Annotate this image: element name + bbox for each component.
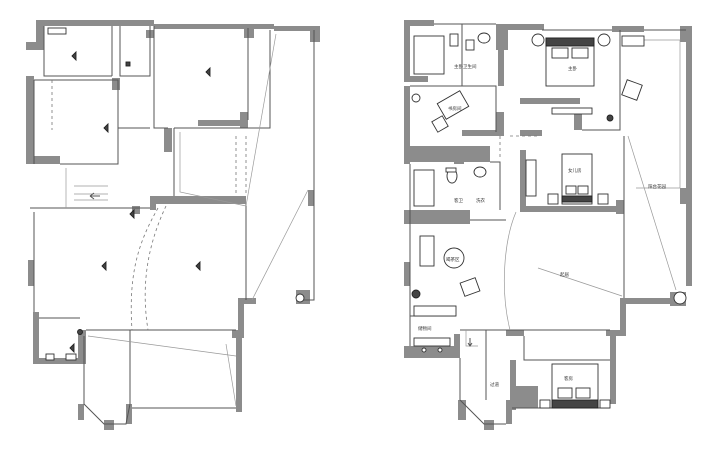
label-master-bed: 主卧 xyxy=(568,65,577,72)
label-daughter-room: 女儿房 xyxy=(568,167,582,174)
label-corridor: 过道 xyxy=(490,381,499,388)
left-floor-plan xyxy=(26,20,320,430)
label-storage: 储物间 xyxy=(418,325,432,332)
label-study: 书房间 xyxy=(448,105,462,112)
right-floor-plan: 主卧卫生间 主卧 书房间 女儿房 阳台花园 客卫 洗衣 喝茶区 起居 储物间 过… xyxy=(404,20,692,430)
label-washroom: 洗衣 xyxy=(476,197,485,204)
label-tea-area: 喝茶区 xyxy=(446,256,460,263)
label-bath: 客卫 xyxy=(454,197,463,204)
label-master-bath: 主卧卫生间 xyxy=(454,63,477,70)
label-guest-room: 客房 xyxy=(564,375,573,382)
label-living: 起居 xyxy=(560,272,569,278)
label-balcony: 阳台花园 xyxy=(648,183,666,190)
